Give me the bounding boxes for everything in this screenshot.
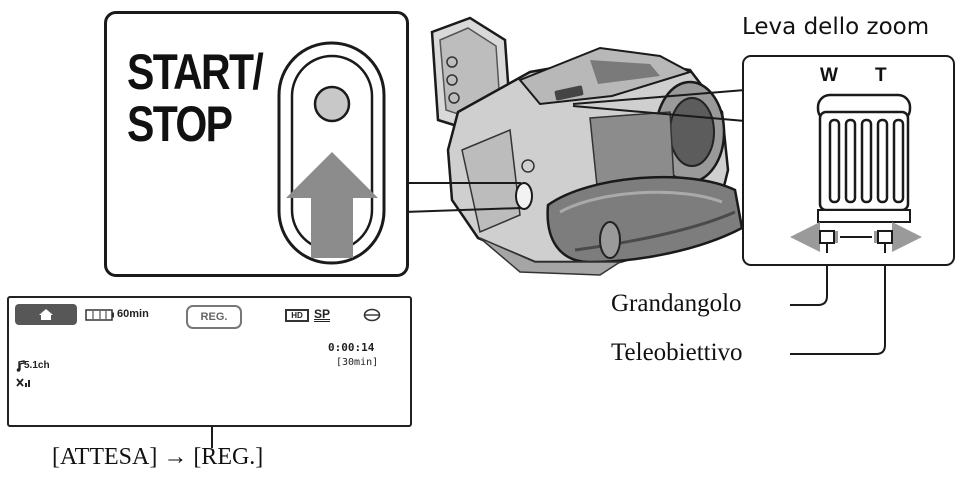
zoom-lever-title: Leva dello zoom — [742, 14, 930, 40]
hd-badge: HD — [285, 309, 309, 322]
zoom-lever-callout: W T — [742, 55, 955, 266]
zoom-label-leaders — [790, 243, 886, 355]
recording-status-badge: REG. — [186, 305, 242, 329]
battery-icon — [85, 309, 114, 321]
surround-sound-icon — [16, 360, 25, 372]
mode-change-caption: [ATTESA] → [REG.] — [52, 444, 264, 470]
home-button[interactable] — [15, 304, 77, 325]
quality-badge: SP — [314, 307, 331, 321]
start-stop-line2: STOP — [127, 96, 233, 152]
start-stop-leader-lines — [403, 182, 522, 213]
zoom-leader-lines — [572, 89, 746, 122]
start-stop-line1: START/ — [127, 44, 264, 100]
telephoto-label: Teleobiettivo — [611, 339, 743, 366]
lcd-screen: 60min REG. HD SP 0:00:14 [30min] 5.1ch — [7, 296, 412, 427]
zoom-wide-mark: W — [820, 65, 838, 86]
audio-format: 5.1ch — [24, 360, 50, 371]
home-icon — [39, 309, 53, 320]
media-disc-icon — [363, 308, 381, 322]
zoom-tele-mark: T — [875, 65, 887, 86]
camcorder-illustration — [430, 16, 744, 276]
start-stop-callout: START/ STOP — [104, 11, 409, 277]
wide-angle-label: Grandangolo — [611, 290, 742, 317]
start-stop-heading: START/ STOP — [127, 44, 264, 152]
timecode: 0:00:14 — [328, 341, 375, 354]
mic-level-icon — [16, 378, 30, 387]
battery-remaining: 60min — [117, 308, 149, 320]
remaining-time: [30min] — [336, 357, 379, 368]
